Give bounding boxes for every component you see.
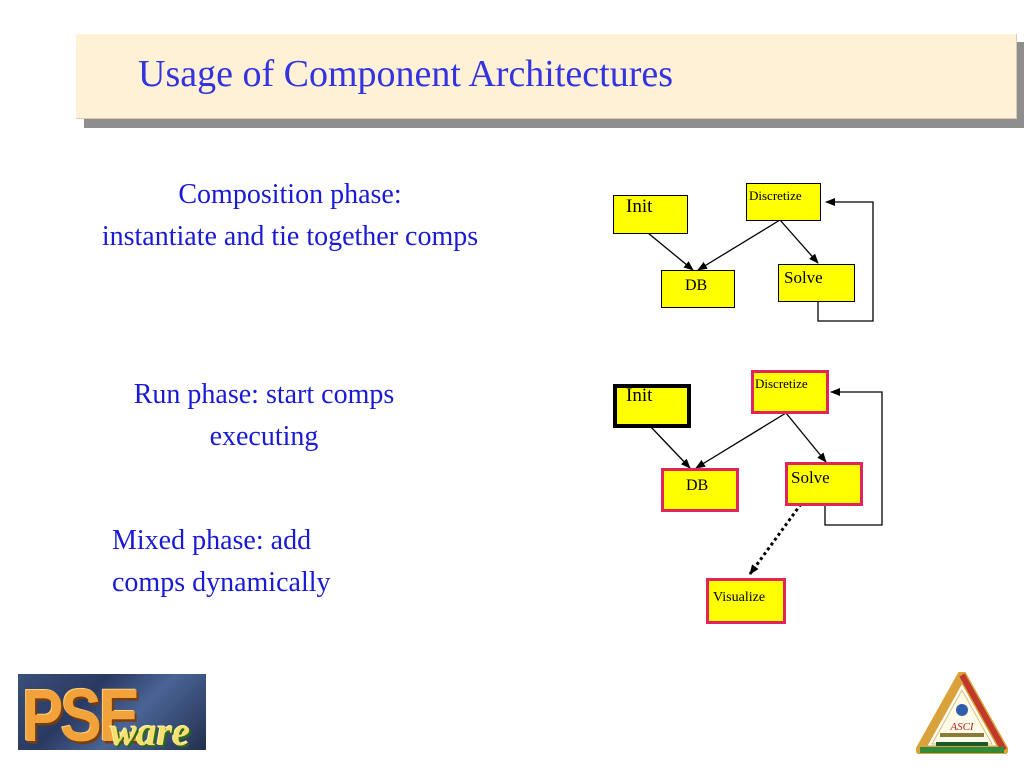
run-db-label: DB [686, 477, 709, 494]
asci-logo-right-edge [959, 673, 1007, 752]
mixed-phase-line1: Mixed phase: add [112, 525, 312, 556]
run-dotted-arrow-solve-to-visualize [748, 503, 803, 575]
composition-arrow-discretize-to-db [697, 219, 781, 271]
asci-logo-footer-band [936, 742, 988, 746]
run-init-component: Init [613, 384, 691, 428]
composition-phase-text: Composition phase: instantiate and tie t… [30, 174, 550, 258]
run-discretize-component: Discretize [751, 370, 829, 414]
composition-phase-line2: instantiate and tie together comps [101, 221, 479, 252]
run-solve-component: Solve [785, 462, 863, 506]
pseware-logo: PSE ware [18, 674, 206, 750]
run-phase-line2: executing [209, 421, 319, 452]
asci-logo-caption-band [940, 733, 984, 737]
composition-init-component: Init [613, 195, 688, 234]
run-arrow-discretize-to-db [695, 412, 787, 469]
composition-solve-component: Solve [778, 264, 855, 302]
composition-solve-label: Solve [784, 268, 823, 287]
composition-db-component: DB [661, 270, 735, 308]
composition-db-label: DB [685, 277, 708, 294]
run-visualize-label: Visualize [713, 590, 766, 605]
composition-arrow-discretize-to-solve [779, 219, 819, 264]
composition-arrow-init-to-db [647, 232, 694, 271]
title-banner: Usage of Component Architectures [76, 34, 1017, 119]
asci-logo-globe [956, 704, 968, 716]
run-visualize-component: Visualize [706, 578, 786, 624]
asci-logo-text: ASCI [949, 721, 975, 733]
run-init-label: Init [626, 385, 653, 406]
run-loop-solve-to-discretize [824, 388, 883, 526]
mixed-phase-text: Mixed phase: add comps dynamically [112, 520, 412, 604]
asci-logo: ASCI [916, 672, 1008, 754]
pseware-logo-ware-text: ware [110, 709, 190, 750]
run-arrow-discretize-to-solve [785, 412, 827, 463]
run-phase-text: Run phase: start comps executing [74, 374, 454, 458]
pseware-logo-pse-text: PSE [22, 675, 140, 750]
composition-discretize-label: Discretize [749, 188, 802, 203]
run-solve-label: Solve [791, 468, 830, 487]
run-discretize-label: Discretize [755, 376, 808, 391]
page-title: Usage of Component Architectures [138, 53, 674, 95]
run-phase-line1: Run phase: start comps [133, 379, 395, 410]
run-db-component: DB [661, 468, 739, 512]
composition-init-label: Init [626, 196, 653, 217]
composition-discretize-component: Discretize [746, 183, 821, 221]
mixed-phase-line2: comps dynamically [112, 567, 331, 598]
run-arrow-init-to-db [649, 425, 691, 469]
composition-loop-solve-to-discretize [817, 198, 874, 322]
composition-phase-line1: Composition phase: [178, 179, 402, 210]
